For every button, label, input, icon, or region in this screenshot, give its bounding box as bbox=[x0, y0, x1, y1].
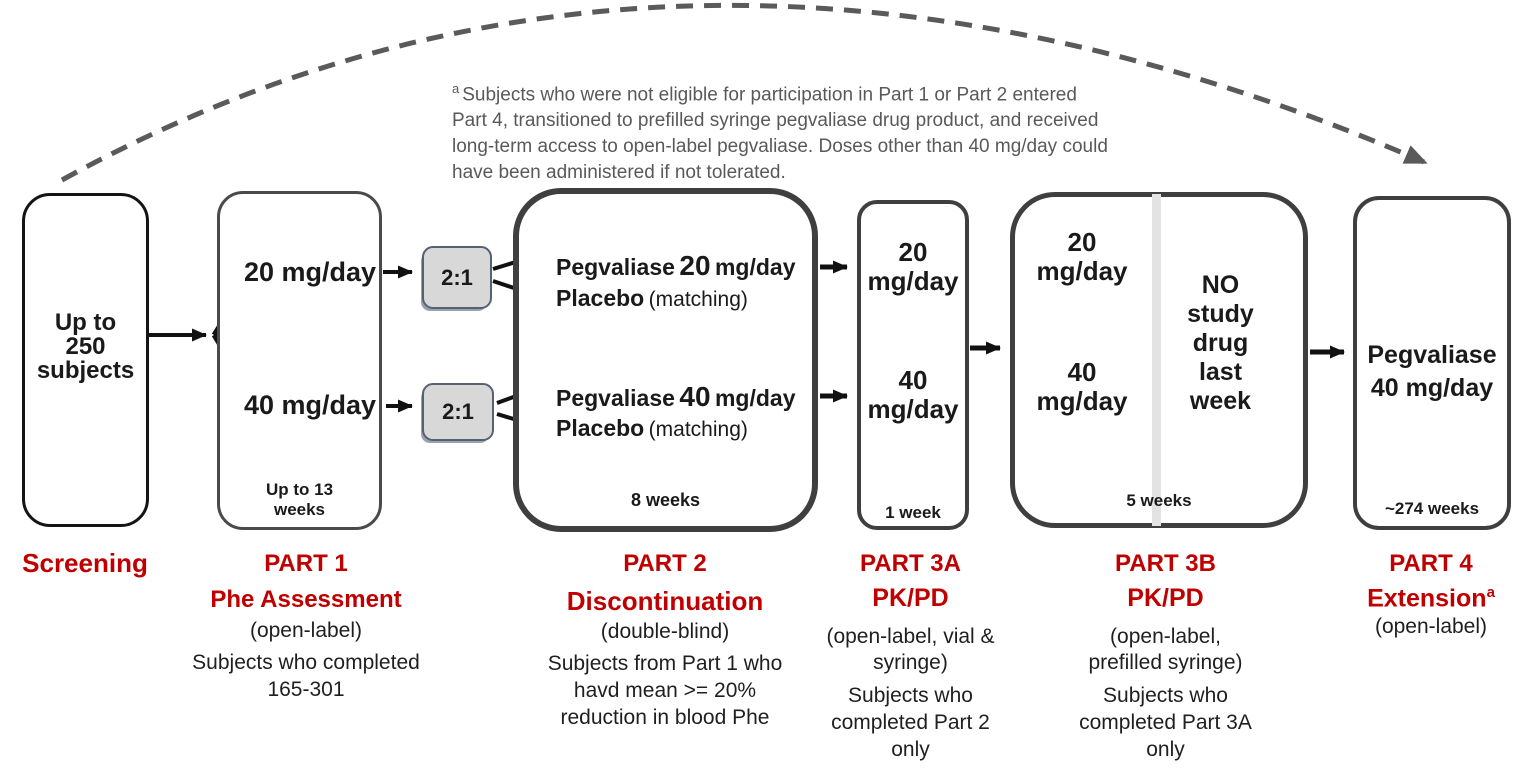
screening-box bbox=[22, 193, 149, 527]
part2-arm2-drug-line: Pegvaliase 40 mg/day bbox=[556, 382, 796, 417]
part1-description: Subjects who completed 165-301 bbox=[192, 651, 420, 701]
part2-arm2-dose-number: 40 bbox=[679, 381, 711, 412]
part2-arm2-dose-unit: mg/day bbox=[714, 385, 796, 411]
footnote-marker: a bbox=[452, 81, 460, 96]
part2-arm1-drug-line: Pegvaliase 20 mg/day bbox=[556, 251, 796, 286]
part3a-dose-bottom: 40 mg/day bbox=[867, 365, 959, 424]
part2-duration: 8 weeks bbox=[630, 490, 701, 510]
part3a-title: PK/PD bbox=[872, 584, 949, 612]
part3b-title: PK/PD bbox=[1127, 584, 1204, 612]
part1-dose-bottom: 40 mg/day bbox=[243, 390, 377, 420]
part2-arm2-placebo: Placebo bbox=[556, 415, 645, 441]
part1-label: PART 1 bbox=[264, 550, 348, 577]
part2-arm1-dose-number: 20 bbox=[679, 250, 711, 281]
part3b-design: (open-label, prefilled syringe) bbox=[1088, 625, 1243, 674]
footnote-text: Subjects who were not eligible for parti… bbox=[452, 84, 1108, 184]
part2-description: Subjects from Part 1 who havd mean >= 20… bbox=[547, 652, 783, 729]
part2-design: (double-blind) bbox=[600, 620, 730, 643]
part3b-duration: 5 weeks bbox=[1126, 491, 1192, 510]
part2-arm1-placebo: Placebo bbox=[556, 285, 645, 311]
part2-arm2-drug: Pegvaliase bbox=[556, 385, 675, 411]
part3b-label: PART 3B bbox=[1115, 550, 1216, 577]
part3a-dose-top: 20 mg/day bbox=[867, 237, 959, 296]
part3a-description: Subjects who completed Part 2 only bbox=[831, 684, 990, 761]
part4-title-text: Extension bbox=[1367, 584, 1487, 613]
part3b-divider bbox=[1152, 194, 1161, 526]
part2-arm1-drug: Pegvaliase bbox=[556, 254, 675, 280]
part3a-design: (open-label, vial & syringe) bbox=[826, 625, 995, 674]
part3b-no-drug-text: NO study drug last week bbox=[1187, 271, 1254, 415]
screening-label: Screening bbox=[22, 548, 148, 578]
part3b-description: Subjects who completed Part 3A only bbox=[1079, 684, 1252, 761]
part3b-dose-top: 20 mg/day bbox=[1036, 227, 1128, 286]
part2-arm1-dose-unit: mg/day bbox=[714, 254, 796, 280]
part1-duration: Up to 13 weeks bbox=[265, 480, 334, 519]
ratio-top-label: 2:1 bbox=[441, 264, 473, 290]
part2-label: PART 2 bbox=[623, 550, 707, 577]
part2-arm2-placebo-line: Placebo (matching) bbox=[556, 415, 748, 445]
part4-title-superscript: a bbox=[1486, 584, 1495, 601]
part3b-dose-bottom: 40 mg/day bbox=[1036, 357, 1128, 416]
part1-box bbox=[217, 191, 382, 530]
part2-title: Discontinuation bbox=[566, 586, 764, 616]
part4-title: Extensiona bbox=[1341, 584, 1521, 613]
part2-arm2-placebo-note: (matching) bbox=[648, 418, 748, 441]
part4-box bbox=[1353, 196, 1511, 530]
part3a-box bbox=[857, 200, 969, 530]
part4-label: PART 4 bbox=[1389, 550, 1473, 577]
part1-design: (open-label) bbox=[249, 619, 363, 642]
part4-box-text: Pegvaliase 40 mg/day bbox=[1367, 341, 1497, 402]
part3a-duration: 1 week bbox=[885, 503, 941, 522]
part1-title: Phe Assessment bbox=[210, 586, 402, 613]
part2-box bbox=[513, 188, 818, 532]
part3a-label: PART 3A bbox=[860, 550, 961, 577]
randomization-ratio-top: 2:1 bbox=[422, 246, 492, 309]
ratio-bottom-label: 2:1 bbox=[442, 399, 474, 424]
randomization-ratio-bottom: 2:1 bbox=[422, 383, 494, 441]
screening-box-text: Up to 250 subjects bbox=[36, 309, 135, 384]
part1-dose-top: 20 mg/day bbox=[243, 257, 377, 287]
part4-design: (open-label) bbox=[1374, 615, 1488, 638]
part4-duration: ~274 weeks bbox=[1384, 499, 1480, 518]
part2-arm1-placebo-note: (matching) bbox=[648, 288, 748, 311]
part2-arm1-placebo-line: Placebo (matching) bbox=[556, 285, 748, 315]
